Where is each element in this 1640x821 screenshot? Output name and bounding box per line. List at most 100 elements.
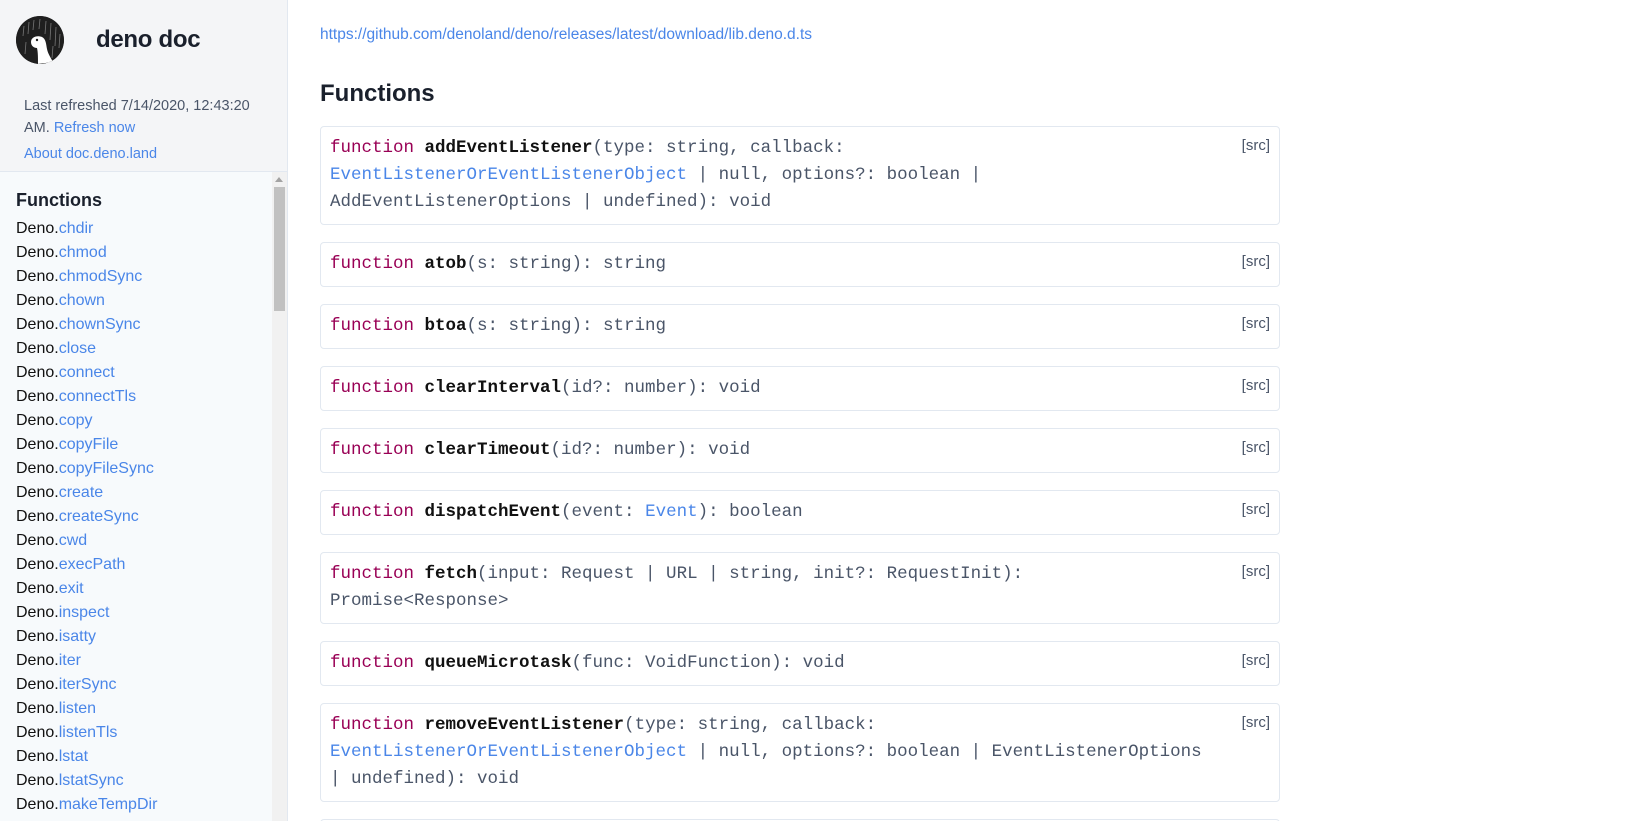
sidebar-item-listen[interactable]: Deno.listen xyxy=(16,697,272,721)
signature-text: (type: string, callback: xyxy=(624,715,887,735)
sidebar-item-link[interactable]: connectTls xyxy=(58,388,137,405)
sidebar-item-link[interactable]: cwd xyxy=(58,532,88,549)
function-name: queueMicrotask xyxy=(424,653,572,673)
sidebar-item-link[interactable]: listen xyxy=(58,700,97,717)
namespace-label: Deno. xyxy=(16,652,59,669)
namespace-label: Deno. xyxy=(16,604,59,621)
sidebar-item-link[interactable]: makeTempDir xyxy=(58,796,158,813)
sidebar-item-chmodSync[interactable]: Deno.chmodSync xyxy=(16,265,272,289)
source-url-link[interactable]: https://github.com/denoland/deno/release… xyxy=(320,26,813,43)
namespace-label: Deno. xyxy=(16,436,59,453)
sidebar-item-createSync[interactable]: Deno.createSync xyxy=(16,505,272,529)
sidebar-item-link[interactable]: execPath xyxy=(58,556,126,573)
sidebar-item-inspect[interactable]: Deno.inspect xyxy=(16,601,272,625)
sidebar-item-link[interactable]: iter xyxy=(58,652,81,669)
namespace-label: Deno. xyxy=(16,364,59,381)
sidebar-item-link[interactable]: exit xyxy=(58,580,84,597)
sidebar-item-link[interactable]: copy xyxy=(58,412,93,429)
sidebar-item-iter[interactable]: Deno.iter xyxy=(16,649,272,673)
sidebar-item-link[interactable]: chownSync xyxy=(58,316,141,333)
sidebar-item-chownSync[interactable]: Deno.chownSync xyxy=(16,313,272,337)
function-card-dispatchEvent: [src]function dispatchEvent(event: Event… xyxy=(320,490,1280,535)
src-link[interactable]: [src] xyxy=(1241,563,1270,580)
sidebar-item-cwd[interactable]: Deno.cwd xyxy=(16,529,272,553)
function-signature: function btoa(s: string): string xyxy=(330,313,1270,340)
sidebar-item-copy[interactable]: Deno.copy xyxy=(16,409,272,433)
sidebar-item-link[interactable]: close xyxy=(58,340,97,357)
src-link[interactable]: [src] xyxy=(1241,377,1270,394)
sidebar-item-link[interactable]: chdir xyxy=(58,220,94,237)
sidebar-item-isatty[interactable]: Deno.isatty xyxy=(16,625,272,649)
refresh-now-link[interactable]: Refresh now xyxy=(53,120,136,136)
sidebar-item-copyFileSync[interactable]: Deno.copyFileSync xyxy=(16,457,272,481)
function-name: fetch xyxy=(424,564,478,584)
sidebar-item-link[interactable]: chmodSync xyxy=(58,268,143,285)
namespace-label: Deno. xyxy=(16,628,59,645)
function-card-removeEventListener: [src]function removeEventListener(type: … xyxy=(320,703,1280,802)
sidebar-item-listenTls[interactable]: Deno.listenTls xyxy=(16,721,272,745)
sidebar-item-link[interactable]: listenTls xyxy=(58,724,118,741)
scrollbar-thumb[interactable] xyxy=(274,187,285,311)
sidebar-section-title: Functions xyxy=(16,190,102,210)
sidebar-item-lstatSync[interactable]: Deno.lstatSync xyxy=(16,769,272,793)
sidebar-item-connectTls[interactable]: Deno.connectTls xyxy=(16,385,272,409)
sidebar-item-link[interactable]: createSync xyxy=(58,508,139,525)
sidebar-item-chown[interactable]: Deno.chown xyxy=(16,289,272,313)
sidebar-item-connect[interactable]: Deno.connect xyxy=(16,361,272,385)
src-link[interactable]: [src] xyxy=(1241,652,1270,669)
sidebar-item-link[interactable]: copyFileSync xyxy=(58,460,154,477)
sidebar-item-create[interactable]: Deno.create xyxy=(16,481,272,505)
sidebar-item-chmod[interactable]: Deno.chmod xyxy=(16,241,272,265)
sidebar-item-chdir[interactable]: Deno.chdir xyxy=(16,217,272,241)
function-card-clearTimeout: [src]function clearTimeout(id?: number):… xyxy=(320,428,1280,473)
sidebar-item-link[interactable]: copyFile xyxy=(58,436,119,453)
sidebar-item-makeTempDir[interactable]: Deno.makeTempDir xyxy=(16,793,272,817)
page-title: Functions xyxy=(320,80,435,107)
namespace-label: Deno. xyxy=(16,244,59,261)
src-link[interactable]: [src] xyxy=(1241,501,1270,518)
sidebar-item-iterSync[interactable]: Deno.iterSync xyxy=(16,673,272,697)
function-name: addEventListener xyxy=(424,138,593,158)
sidebar-item-link[interactable]: isatty xyxy=(58,628,97,645)
type-link[interactable]: EventListenerOrEventListenerObject xyxy=(330,742,688,762)
sidebar-item-link[interactable]: iterSync xyxy=(58,676,117,693)
src-link[interactable]: [src] xyxy=(1241,315,1270,332)
sidebar: deno doc Last refreshed 7/14/2020, 12:43… xyxy=(0,0,288,821)
sidebar-item-link[interactable]: connect xyxy=(58,364,115,381)
function-card-queueMicrotask: [src]function queueMicrotask(func: VoidF… xyxy=(320,641,1280,686)
signature-text: | null, options?: boolean | AddEventList… xyxy=(330,165,992,212)
about-link[interactable]: About doc.deno.land xyxy=(24,146,158,162)
signature-text: (id?: number): void xyxy=(550,440,751,460)
function-signature: function clearInterval(id?: number): voi… xyxy=(330,375,1270,402)
function-signature: function queueMicrotask(func: VoidFuncti… xyxy=(330,650,1270,677)
namespace-label: Deno. xyxy=(16,556,59,573)
sidebar-item-lstat[interactable]: Deno.lstat xyxy=(16,745,272,769)
sidebar-item-link[interactable]: lstatSync xyxy=(58,772,124,789)
sidebar-item-link[interactable]: lstat xyxy=(58,748,89,765)
scroll-up-arrow-icon[interactable] xyxy=(275,177,283,182)
sidebar-item-close[interactable]: Deno.close xyxy=(16,337,272,361)
sidebar-item-link[interactable]: chmod xyxy=(58,244,107,261)
sidebar-item-link[interactable]: chown xyxy=(58,292,105,309)
src-link[interactable]: [src] xyxy=(1241,137,1270,154)
function-name: clearInterval xyxy=(424,378,562,398)
sidebar-item-exit[interactable]: Deno.exit xyxy=(16,577,272,601)
type-link[interactable]: Event xyxy=(645,502,698,522)
sidebar-item-execPath[interactable]: Deno.execPath xyxy=(16,553,272,577)
sidebar-scrollbar[interactable] xyxy=(272,172,287,821)
namespace-label: Deno. xyxy=(16,724,59,741)
src-link[interactable]: [src] xyxy=(1241,439,1270,456)
brand[interactable]: deno doc xyxy=(16,15,271,65)
sidebar-item-copyFile[interactable]: Deno.copyFile xyxy=(16,433,272,457)
src-link[interactable]: [src] xyxy=(1241,253,1270,270)
type-link[interactable]: EventListenerOrEventListenerObject xyxy=(330,165,688,185)
keyword-function: function xyxy=(330,254,425,274)
namespace-label: Deno. xyxy=(16,772,59,789)
src-link[interactable]: [src] xyxy=(1241,714,1270,731)
sidebar-item-link[interactable]: create xyxy=(58,484,104,501)
sidebar-item-link[interactable]: inspect xyxy=(58,604,110,621)
signature-text: (func: VoidFunction): void xyxy=(571,653,845,673)
function-name: atob xyxy=(424,254,467,274)
function-card-addEventListener: [src]function addEventListener(type: str… xyxy=(320,126,1280,225)
